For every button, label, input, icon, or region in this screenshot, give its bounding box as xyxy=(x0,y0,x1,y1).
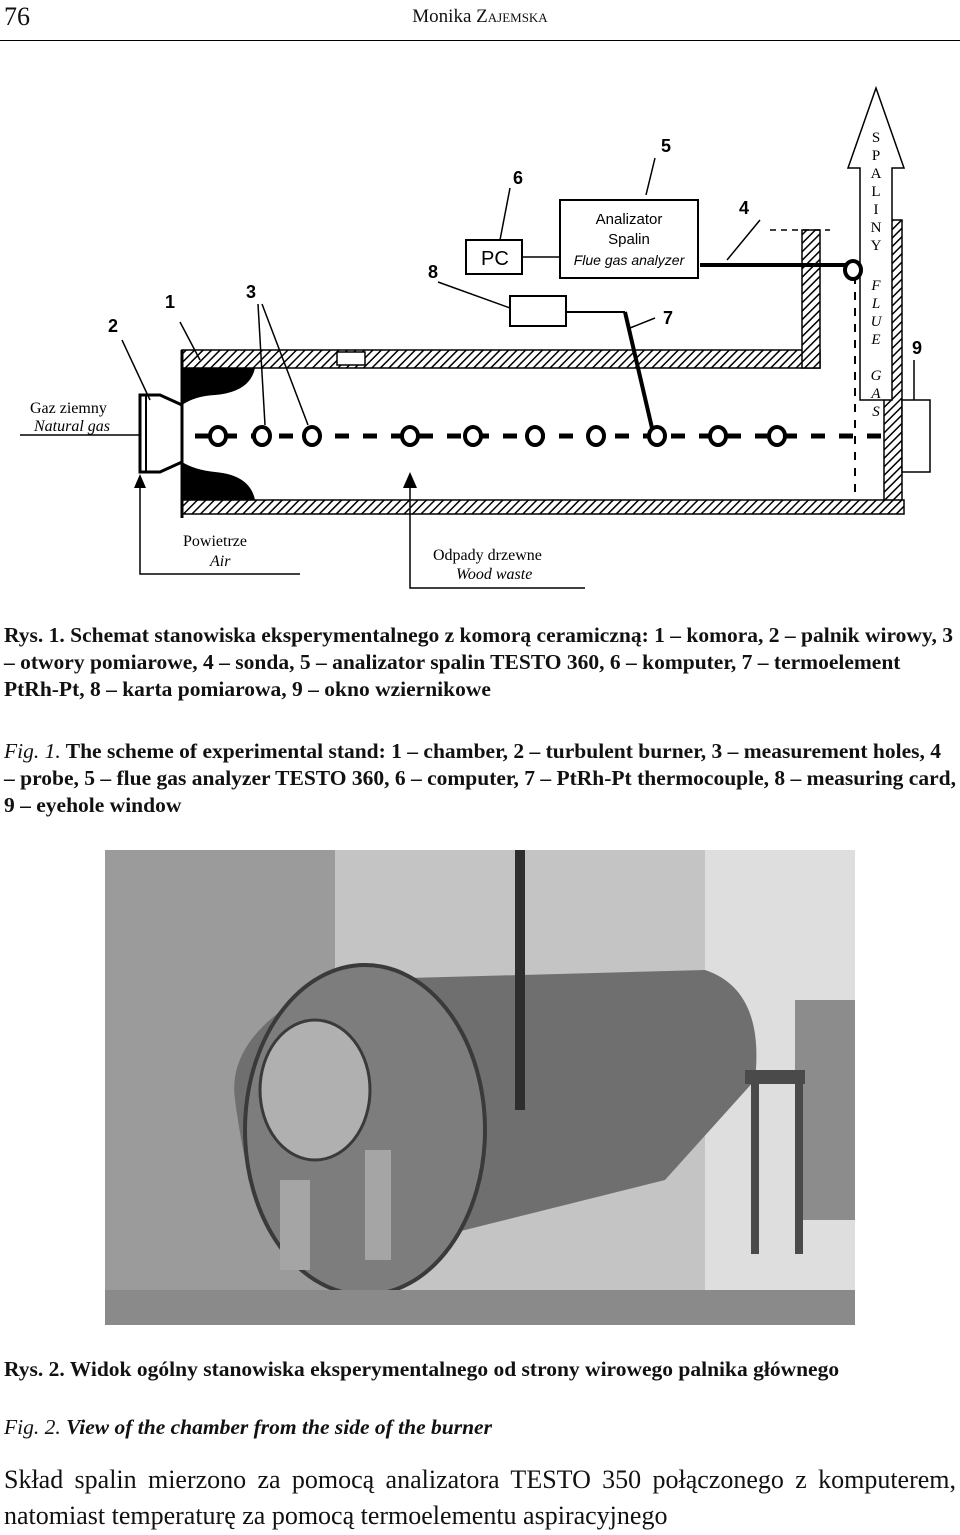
svg-text:L: L xyxy=(871,184,880,200)
label-7: 7 xyxy=(663,308,673,328)
gas-label-en: Natural gas xyxy=(33,418,110,435)
svg-text:S: S xyxy=(872,404,880,420)
author-first-name: Monika xyxy=(412,6,472,27)
svg-text:A: A xyxy=(870,386,881,402)
figure-2-caption-en: Fig. 2. View of the chamber from the sid… xyxy=(4,1414,956,1441)
label-5: 5 xyxy=(661,136,671,156)
caption-lead: Fig. 2. xyxy=(4,1415,61,1439)
chamber-top-wall xyxy=(181,349,821,369)
header-rule xyxy=(0,40,960,41)
burner-lower-lip xyxy=(182,462,255,500)
figure-2-photo xyxy=(105,850,855,1325)
svg-text:E: E xyxy=(870,332,880,348)
air-label-pl: Powietrze xyxy=(183,533,247,550)
spaliny-label: S P A L I N Y xyxy=(871,130,882,254)
caption-text: View of the chamber from the side of the… xyxy=(66,1415,492,1439)
svg-text:L: L xyxy=(871,296,880,312)
label-2: 2 xyxy=(108,316,118,336)
top-port xyxy=(336,351,366,366)
waste-label-en: Wood waste xyxy=(456,566,532,583)
pc-label: PC xyxy=(481,248,509,270)
schematic-diagram: 2 1 3 8 6 5 4 7 9 PC Analizator Spalin F… xyxy=(20,85,931,589)
flue-label: F L U E xyxy=(870,278,882,348)
figure-1-schematic: 2 1 3 8 6 5 4 7 9 PC Analizator Spalin F… xyxy=(0,60,960,620)
chamber-bottom-wall xyxy=(181,499,905,515)
air-label-en: Air xyxy=(209,553,231,570)
svg-text:A: A xyxy=(871,166,882,182)
figure-1-caption-en: Fig. 1. The scheme of experimental stand… xyxy=(4,738,956,819)
flue-gas-arrow xyxy=(846,85,906,401)
duct-left-wall xyxy=(801,229,821,369)
svg-text:U: U xyxy=(871,314,883,330)
body-paragraph: Skład spalin mierzono za pomocą analizat… xyxy=(4,1465,956,1530)
figure-1-caption-pl: Rys. 1. Schemat stanowiska eksperymental… xyxy=(4,622,956,703)
page-header: 76 Monika Zajemska xyxy=(0,0,960,41)
gas-label-pl: Gaz ziemny xyxy=(30,400,107,417)
label-9: 9 xyxy=(912,338,922,358)
caption-lead: Rys. 1. xyxy=(4,623,65,647)
gas-vertical-label: G A S xyxy=(870,368,881,420)
svg-text:G: G xyxy=(871,368,882,384)
burner-upper-lip xyxy=(182,368,255,405)
analyzer-label-pl-1: Analizator xyxy=(596,211,663,228)
svg-text:Y: Y xyxy=(871,238,882,254)
waste-label-pl: Odpady drzewne xyxy=(433,547,542,564)
label-8: 8 xyxy=(428,262,438,282)
label-4: 4 xyxy=(739,198,749,218)
author-last-name: Zajemska xyxy=(476,6,548,27)
page-number: 76 xyxy=(4,2,30,31)
svg-text:I: I xyxy=(874,202,879,218)
analyzer-label-pl-2: Spalin xyxy=(608,231,650,248)
caption-text: Schemat stanowiska eksperymentalnego z k… xyxy=(4,623,953,701)
caption-text: Widok ogólny stanowiska eksperymentalneg… xyxy=(69,1357,840,1381)
svg-text:F: F xyxy=(870,278,881,294)
svg-text:N: N xyxy=(871,220,882,236)
running-head: Monika Zajemska xyxy=(0,6,960,28)
label-6: 6 xyxy=(513,168,523,188)
burner xyxy=(138,393,184,474)
figure-2-caption-pl: Rys. 2. Widok ogólny stanowiska eksperym… xyxy=(4,1356,956,1383)
caption-text: The scheme of experimental stand: 1 – ch… xyxy=(4,739,956,817)
caption-lead: Rys. 2. xyxy=(4,1357,65,1381)
svg-text:P: P xyxy=(872,148,880,164)
caption-lead: Fig. 1. xyxy=(4,739,61,763)
label-3: 3 xyxy=(246,282,256,302)
label-1: 1 xyxy=(165,292,175,312)
chamber-photo xyxy=(105,850,855,1325)
svg-text:S: S xyxy=(872,130,880,146)
analyzer-label-en: Flue gas analyzer xyxy=(574,252,686,268)
